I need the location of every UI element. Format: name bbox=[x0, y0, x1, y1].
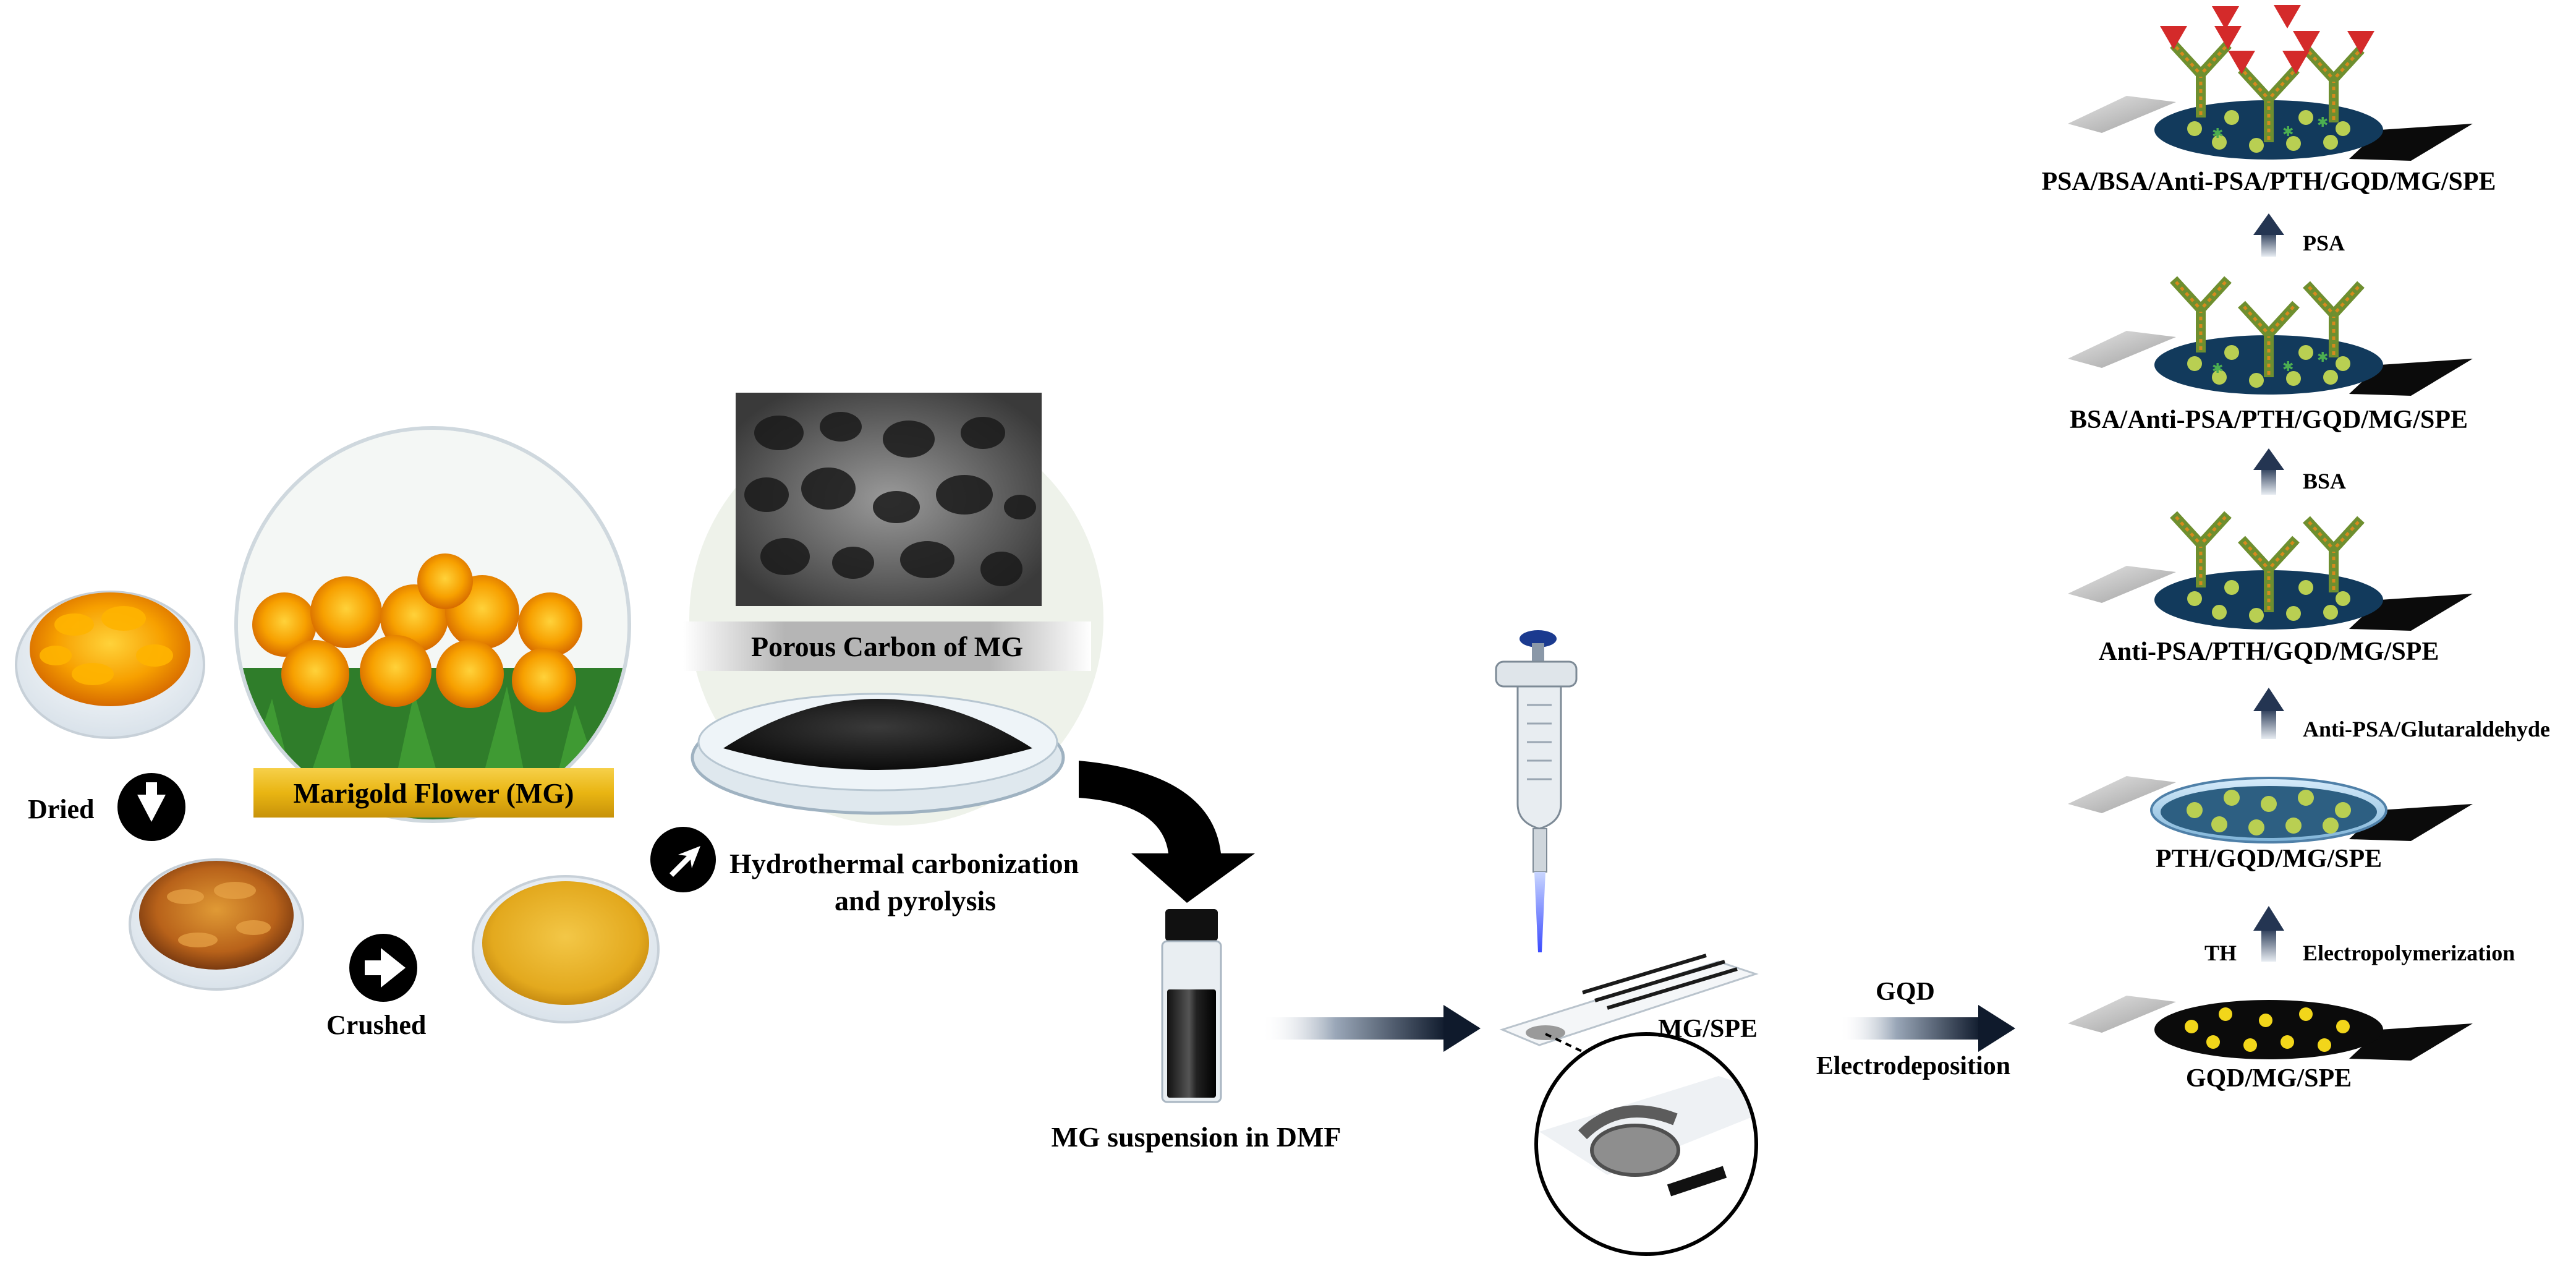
hydrothermal-label-line2: and pyrolysis bbox=[835, 885, 997, 916]
curved-down-arrow-icon bbox=[1079, 761, 1255, 903]
mgspe-label: MG/SPE bbox=[1658, 1015, 1758, 1043]
svg-text:✱: ✱ bbox=[2282, 124, 2293, 140]
anti-glut-label: Anti-PSA/Glutaraldehyde bbox=[2303, 717, 2551, 741]
crushed-arrow-icon bbox=[349, 934, 417, 1002]
marigold-banner-label: Marigold Flower (MG) bbox=[293, 777, 574, 809]
electrodeposition-label: Electrodeposition bbox=[1816, 1052, 2011, 1080]
svg-text:✱: ✱ bbox=[2212, 361, 2223, 377]
gqd-electrodeposition-arrow-icon bbox=[1839, 1005, 2015, 1052]
marigold-powder-dish bbox=[472, 875, 660, 1023]
bsa-step-label: BSA bbox=[2303, 469, 2347, 493]
gqd-label: GQD bbox=[1876, 978, 1935, 1006]
dried-label: Dried bbox=[28, 794, 95, 824]
pth-label: PTH/GQD/MG/SPE bbox=[2155, 845, 2383, 873]
mg-suspension-vial bbox=[1161, 909, 1222, 1103]
up-arrow-1-icon bbox=[2253, 906, 2284, 962]
porous-carbon-panel bbox=[683, 393, 1103, 826]
psa-label: PSA/BSA/Anti-PSA/PTH/GQD/MG/SPE bbox=[2041, 168, 2496, 196]
svg-text:✱: ✱ bbox=[2317, 350, 2328, 365]
fresh-petals-dish bbox=[15, 591, 205, 739]
hydrothermal-label-line1: Hydrothermal carbonization bbox=[729, 848, 1079, 879]
pipette-icon bbox=[1495, 630, 1578, 952]
th-label: TH bbox=[2204, 941, 2237, 965]
electrode-pth bbox=[2068, 776, 2473, 844]
svg-text:✱: ✱ bbox=[2282, 359, 2293, 375]
bsa-label: BSA/Anti-PSA/PTH/GQD/MG/SPE bbox=[2069, 406, 2468, 434]
psa-step-label: PSA bbox=[2303, 231, 2345, 255]
up-arrow-2-icon bbox=[2253, 688, 2284, 739]
electrode-bsa: ✱ ✱ ✱ bbox=[2068, 280, 2473, 396]
electrode-gqd-mg-spe bbox=[2068, 996, 2473, 1061]
porous-banner bbox=[683, 621, 1091, 671]
svg-text:✱: ✱ bbox=[2317, 115, 2328, 130]
spe-strip bbox=[1499, 954, 1759, 1059]
svg-text:✱: ✱ bbox=[2212, 126, 2223, 142]
suspension-label: MG suspension in DMF bbox=[1051, 1121, 1341, 1153]
marigold-banner bbox=[253, 768, 614, 818]
dried-petals-dish bbox=[129, 858, 304, 991]
porous-banner-label: Porous Carbon of MG bbox=[751, 630, 1023, 662]
up-arrow-3-icon bbox=[2253, 448, 2284, 495]
up-arrow-4-icon bbox=[2253, 213, 2284, 257]
electropolymerization-label: Electropolymerization bbox=[2303, 941, 2515, 965]
crushed-label: Crushed bbox=[326, 1010, 427, 1040]
spe-zoom-circle bbox=[1534, 1032, 1758, 1256]
arrow-to-spe-icon bbox=[1261, 1005, 1481, 1052]
gqd-mg-spe-label: GQD/MG/SPE bbox=[2185, 1064, 2352, 1093]
dried-arrow-icon bbox=[117, 773, 185, 841]
anti-psa-label: Anti-PSA/PTH/GQD/MG/SPE bbox=[2098, 638, 2439, 666]
hydrothermal-arrow-icon bbox=[650, 827, 716, 892]
electrode-psa: ✱ ✱ ✱ bbox=[2068, 5, 2473, 161]
electrode-anti-psa bbox=[2068, 515, 2473, 631]
